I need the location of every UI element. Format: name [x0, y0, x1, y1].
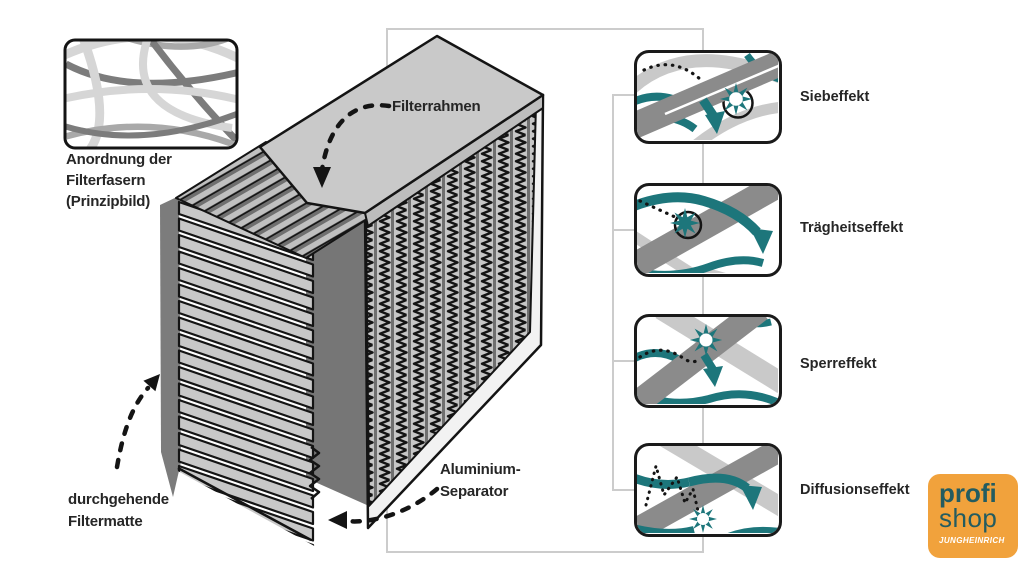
- gray-fiber-band: [637, 446, 778, 533]
- particle-path-dotted: [638, 348, 701, 364]
- effect-label-sperreffekt: Sperreffekt: [800, 356, 877, 372]
- inset-caption-line3: (Prinzipbild): [66, 193, 151, 210]
- fiber-inset: [63, 38, 239, 150]
- effect-panel-diffusionseffekt: [634, 443, 782, 537]
- gray-fiber-band: [637, 53, 778, 139]
- effect-label-traegheitseffekt: Trägheitseffekt: [800, 220, 904, 236]
- airflow-line: [637, 192, 761, 236]
- logo-word-shop: shop: [939, 503, 998, 533]
- filterrahmen-arrow: [319, 102, 392, 173]
- separator-bottom-zigzag: [308, 446, 321, 500]
- filter-mat-sheet: [160, 196, 181, 497]
- effect-panel-traegheitseffekt: [634, 183, 782, 277]
- logo-brand-jungheinrich: JUNGHEINRICH: [939, 536, 1005, 545]
- airflow-arrowhead: [750, 228, 773, 254]
- arrow-heads: [143, 167, 347, 529]
- particle-impact-icon: [670, 208, 700, 238]
- effect-label-diffusionseffekt: Diffusionseffekt: [800, 482, 910, 498]
- separator-gap-shadow: [306, 213, 369, 506]
- separator-arrow: [343, 486, 440, 524]
- separator-label: Aluminium- Separator: [440, 461, 521, 500]
- pleats-bottom-outline: [177, 466, 312, 542]
- particle-path-dotted: [644, 464, 700, 513]
- aluminium-separator-face: [363, 93, 545, 530]
- profishop-logo: profi shop JUNGHEINRICH: [928, 474, 1018, 558]
- panel-connector-lines: [612, 94, 634, 491]
- annotation-arrows: [114, 102, 440, 524]
- inset-caption: Anordnung der Filterfasern (Prinzipbild): [66, 149, 172, 212]
- effect-label-siebeffekt: Siebeffekt: [800, 89, 870, 105]
- effect-panel-siebeffekt: [634, 50, 782, 144]
- gray-fiber-band: [637, 317, 768, 404]
- inset-caption-line2: Filterfasern: [66, 172, 146, 189]
- airflow-arrowhead: [703, 366, 723, 387]
- filtermatte-arrow: [114, 385, 151, 470]
- airflow-line: [637, 474, 691, 489]
- logo-word-profi: profi: [939, 478, 997, 508]
- gray-fiber-band: [637, 186, 778, 273]
- pleated-filter-mat: [177, 200, 315, 548]
- fiber-strands: [66, 41, 236, 147]
- filter-frame-top: [258, 34, 545, 227]
- inset-caption-line1: Anordnung der: [66, 151, 172, 168]
- effect-panel-sperreffekt: [634, 314, 782, 408]
- filter-mat-label: durchgehende Filtermatte: [68, 491, 169, 530]
- airflow-arrowhead: [705, 111, 725, 134]
- airflow-arrowhead: [740, 485, 762, 510]
- filter-frame-label: Filterrahmen: [392, 98, 481, 115]
- particle-path-dotted: [638, 199, 677, 219]
- particle-path-dotted: [642, 63, 702, 81]
- filter-illustration: [114, 34, 545, 548]
